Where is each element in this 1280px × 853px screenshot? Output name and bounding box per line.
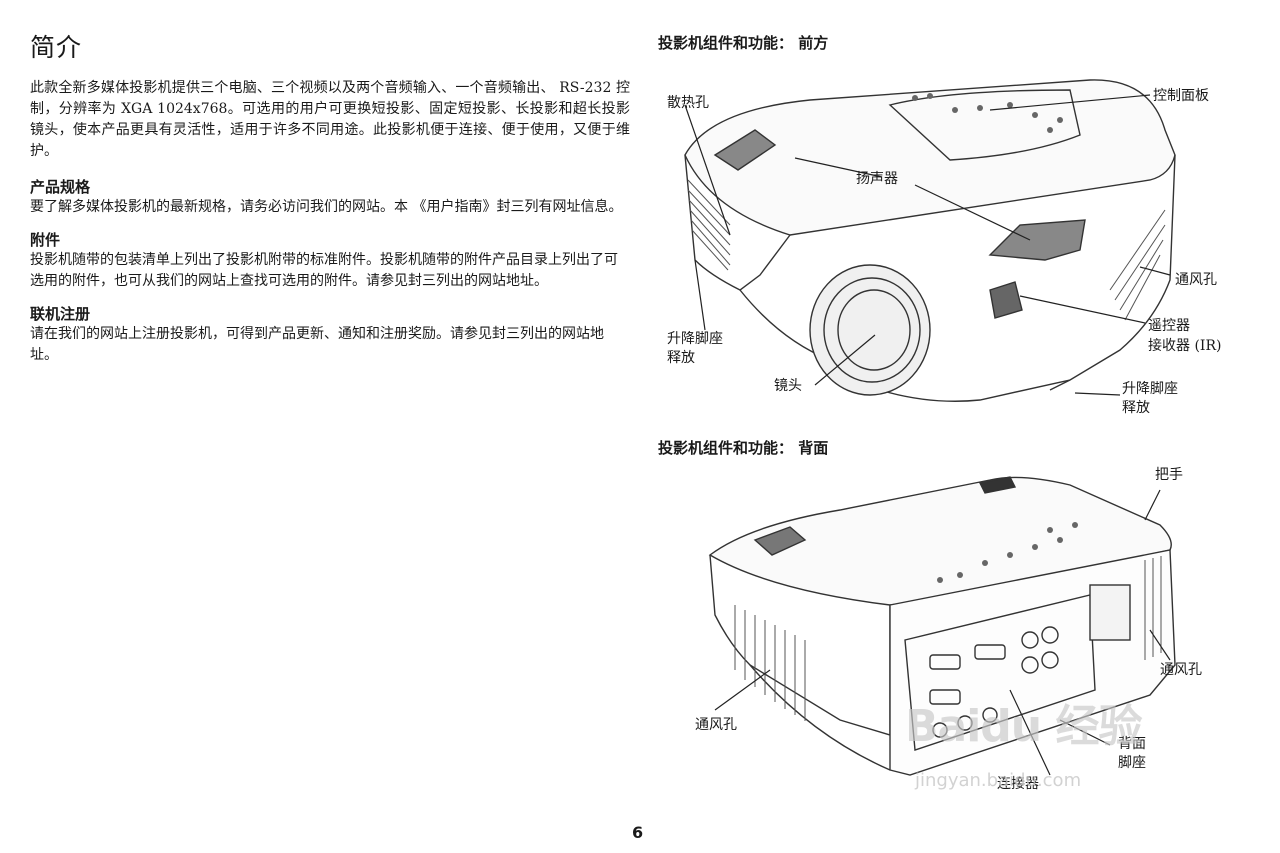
label-foot-release-left-1: 升降脚座 [667, 331, 723, 347]
label-speaker: 扬声器 [856, 171, 898, 187]
page-title: 简介 [30, 33, 83, 62]
section-heading-specs: 产品规格 [30, 178, 91, 196]
label-vent-right: 通风孔 [1160, 662, 1202, 678]
label-foot-release-right-1: 升降脚座 [1122, 381, 1178, 397]
label-rear-foot-1: 背面 [1118, 736, 1146, 752]
watermark-logo: Baidu 经验 [905, 701, 1142, 752]
projector-front-illustration [684, 79, 1176, 402]
section-body-specs: 要了解多媒体投影机的最新规格，请务必访问我们的网站。本 《用户指南》封三列有网址… [30, 199, 623, 215]
label-lens: 镜头 [774, 378, 802, 394]
page-number: 6 [632, 823, 644, 842]
back-diagram-title: 投影机组件和功能： 背面 [658, 439, 829, 457]
section-heading-registration: 联机注册 [30, 305, 91, 323]
label-vent-holes: 散热孔 [667, 95, 709, 111]
label-vent-left: 通风孔 [695, 717, 737, 733]
label-vent: 通风孔 [1175, 272, 1217, 288]
label-foot-release-right-2: 释放 [1122, 400, 1150, 416]
label-rear-foot-2: 脚座 [1118, 755, 1146, 771]
label-connectors: 连接器 [997, 776, 1039, 792]
label-handle: 把手 [1155, 467, 1183, 483]
text-column: 简介 此款全新多媒体投影机提供三个电脑、三个视频以及两个音频输入、一个音频输出、… [30, 28, 630, 378]
front-diagram-title: 投影机组件和功能： 前方 [658, 34, 829, 52]
label-ir-receiver-1: 遥控器 [1148, 318, 1190, 334]
label-foot-release-left-2: 释放 [667, 350, 695, 366]
label-ir-receiver-2: 接收器 (IR) [1148, 338, 1222, 354]
section-body-accessories: 投影机随带的包装清单上列出了投影机附带的标准附件。投影机随带的附件产品目录上列出… [30, 252, 618, 289]
label-control-panel: 控制面板 [1153, 88, 1209, 104]
section-heading-accessories: 附件 [30, 231, 61, 249]
section-body-registration: 请在我们的网站上注册投影机，可得到产品更新、通知和注册奖励。请参见封三列出的网站… [30, 326, 604, 363]
projector-back-illustration [708, 476, 1176, 776]
watermark-url: jingyan.baidu.com [915, 770, 1082, 791]
intro-paragraph: 此款全新多媒体投影机提供三个电脑、三个视频以及两个音频输入、一个音频输出、 RS… [30, 80, 630, 159]
